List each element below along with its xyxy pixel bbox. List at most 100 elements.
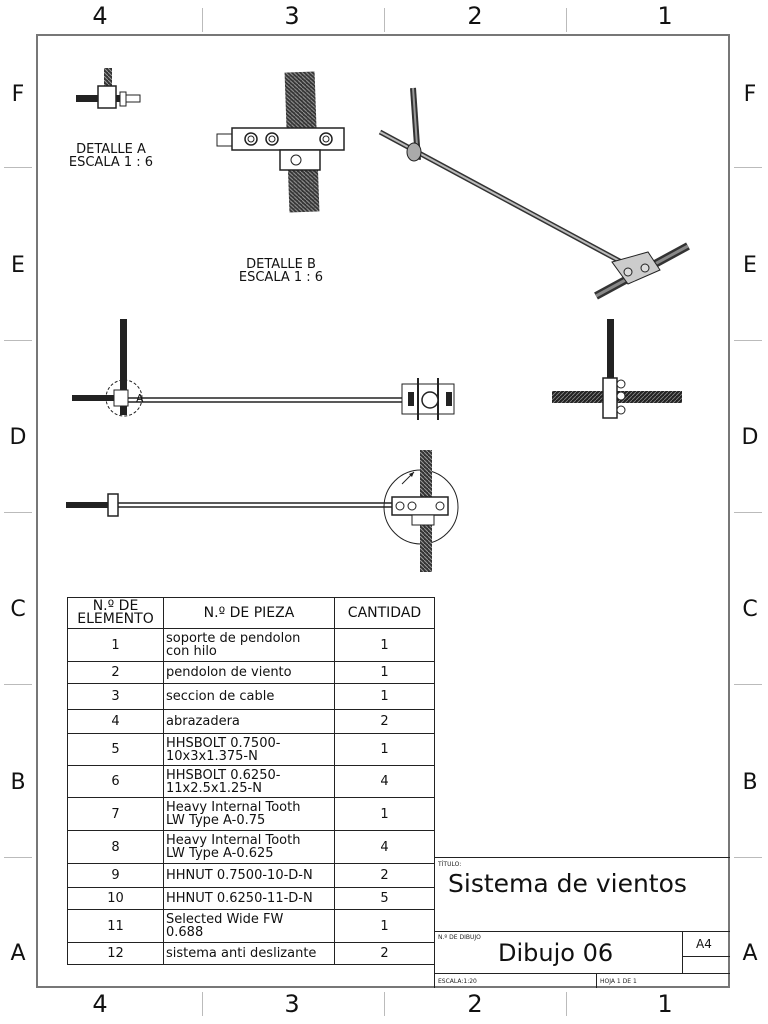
bom-part-name: sistema anti deslizante — [163, 942, 335, 965]
bom-part-name-line: HHSBOLT 0.6250- — [166, 767, 281, 783]
bom-part-name: pendolon de viento — [163, 661, 335, 684]
bom-header-qty: CANTIDAD — [334, 597, 435, 629]
zone-row-left-D: D — [9, 425, 27, 450]
sheet-size: A4 — [696, 937, 712, 951]
bom-part-name: HHSBOLT 0.6250-11x2.5x1.25-N — [163, 765, 335, 798]
bom-item-number: 8 — [67, 830, 164, 864]
title-block-divider — [434, 931, 730, 932]
detail-a-title: DETALLE A — [76, 142, 146, 157]
bom-quantity: 1 — [334, 909, 435, 943]
title-block-border-left — [434, 857, 435, 988]
title-block-divider — [596, 973, 597, 988]
zone-tick — [4, 857, 32, 858]
detail-b-view — [216, 71, 345, 213]
detail-b-label: DETALLE B ESCALA 1 : 6 — [226, 258, 336, 284]
zone-tick — [4, 340, 32, 341]
detail-a-label: DETALLE A ESCALA 1 : 6 — [56, 143, 166, 169]
zone-row-left-C: C — [10, 597, 26, 622]
detail-a-marker: A — [136, 392, 144, 405]
zone-row-right-A: A — [742, 941, 758, 966]
drawing-title: Sistema de vientos — [448, 869, 687, 898]
bom-quantity: 2 — [334, 863, 435, 888]
title-block: TÍTULO: Sistema de vientos N.º DE DIBUJO… — [434, 857, 730, 988]
bom-header-item-line2: ELEMENTO — [77, 611, 154, 627]
zone-tick — [202, 992, 203, 1016]
zone-col-top-2: 3 — [284, 2, 300, 30]
detail-a-scale: ESCALA 1 : 6 — [68, 155, 154, 170]
top-view — [66, 450, 459, 572]
zone-row-left-A: A — [10, 941, 26, 966]
bom-header-item-line1: N.º DE — [92, 598, 139, 614]
zone-tick — [4, 512, 32, 513]
drawing-frame — [36, 34, 730, 988]
zone-row-right-D: D — [741, 425, 759, 450]
bom-part-name-line: Selected Wide FW — [166, 912, 284, 927]
bom-quantity: 5 — [334, 887, 435, 910]
zone-tick — [734, 340, 762, 341]
bom-part-name-line: LW Type A-0.625 — [166, 846, 274, 861]
zone-row-right-F: F — [743, 82, 757, 107]
bom-quantity: 1 — [334, 733, 435, 766]
bom-item-number: 6 — [67, 765, 164, 798]
zone-tick — [384, 992, 385, 1016]
bom-item-number: 3 — [67, 683, 164, 710]
bom-part-name-line: Heavy Internal Tooth — [166, 833, 301, 848]
zone-row-left-F: F — [11, 82, 25, 107]
bom-item-number: 12 — [67, 942, 164, 965]
isometric-view — [378, 87, 690, 300]
zone-col-bottom-4: 1 — [657, 990, 673, 1018]
bom-part-name: HHNUT 0.7500-10-D-N — [163, 863, 335, 888]
zone-row-right-C: C — [742, 597, 758, 622]
bom-quantity: 4 — [334, 830, 435, 864]
bom-part-name-line: HHNUT 0.7500-10-D-N — [166, 868, 313, 883]
bom-quantity: 1 — [334, 683, 435, 710]
bom-item-number: 11 — [67, 909, 164, 943]
bom-header-item: N.º DE ELEMENTO — [67, 597, 164, 629]
bom-part-name-line: abrazadera — [166, 714, 240, 729]
zone-tick — [734, 684, 762, 685]
zone-tick — [4, 684, 32, 685]
bom-part-name: HHSBOLT 0.7500-10x3x1.375-N — [163, 733, 335, 766]
bom-part-name-line: seccion de cable — [166, 689, 275, 704]
bom-quantity: 2 — [334, 942, 435, 965]
bom-part-name: HHNUT 0.6250-11-D-N — [163, 887, 335, 910]
bom-part-name-line: 0.688 — [166, 925, 204, 940]
zone-col-bottom-3: 2 — [467, 990, 483, 1018]
bom-part-name-line: 11x2.5x1.25-N — [166, 780, 262, 796]
drawing-number: Dibujo 06 — [498, 939, 614, 967]
bom-part-name-line: soporte de pendolon — [166, 631, 301, 646]
title-block-divider — [682, 931, 683, 973]
zone-col-bottom-1: 4 — [92, 990, 108, 1018]
detail-a-view — [76, 68, 141, 109]
title-block-border-top — [434, 857, 730, 858]
bom-part-name-line: LW Type A-0.75 — [166, 813, 266, 828]
bom-item-number: 5 — [67, 733, 164, 766]
bom-part-name: abrazadera — [163, 709, 335, 734]
detail-b-title: DETALLE B — [246, 257, 316, 272]
bom-part-name-line: Heavy Internal Tooth — [166, 800, 301, 815]
zone-row-right-E: E — [743, 253, 757, 278]
drawing-number-label: N.º DE DIBUJO — [438, 934, 481, 941]
bom-quantity: 1 — [334, 797, 435, 831]
bom-item-number: 4 — [67, 709, 164, 734]
zone-row-right-B: B — [742, 770, 758, 795]
side-view — [552, 319, 682, 419]
bom-part-name-line: con hilo — [166, 644, 217, 659]
sheet-number: HOJA 1 DE 1 — [600, 978, 637, 985]
zone-tick — [734, 857, 762, 858]
